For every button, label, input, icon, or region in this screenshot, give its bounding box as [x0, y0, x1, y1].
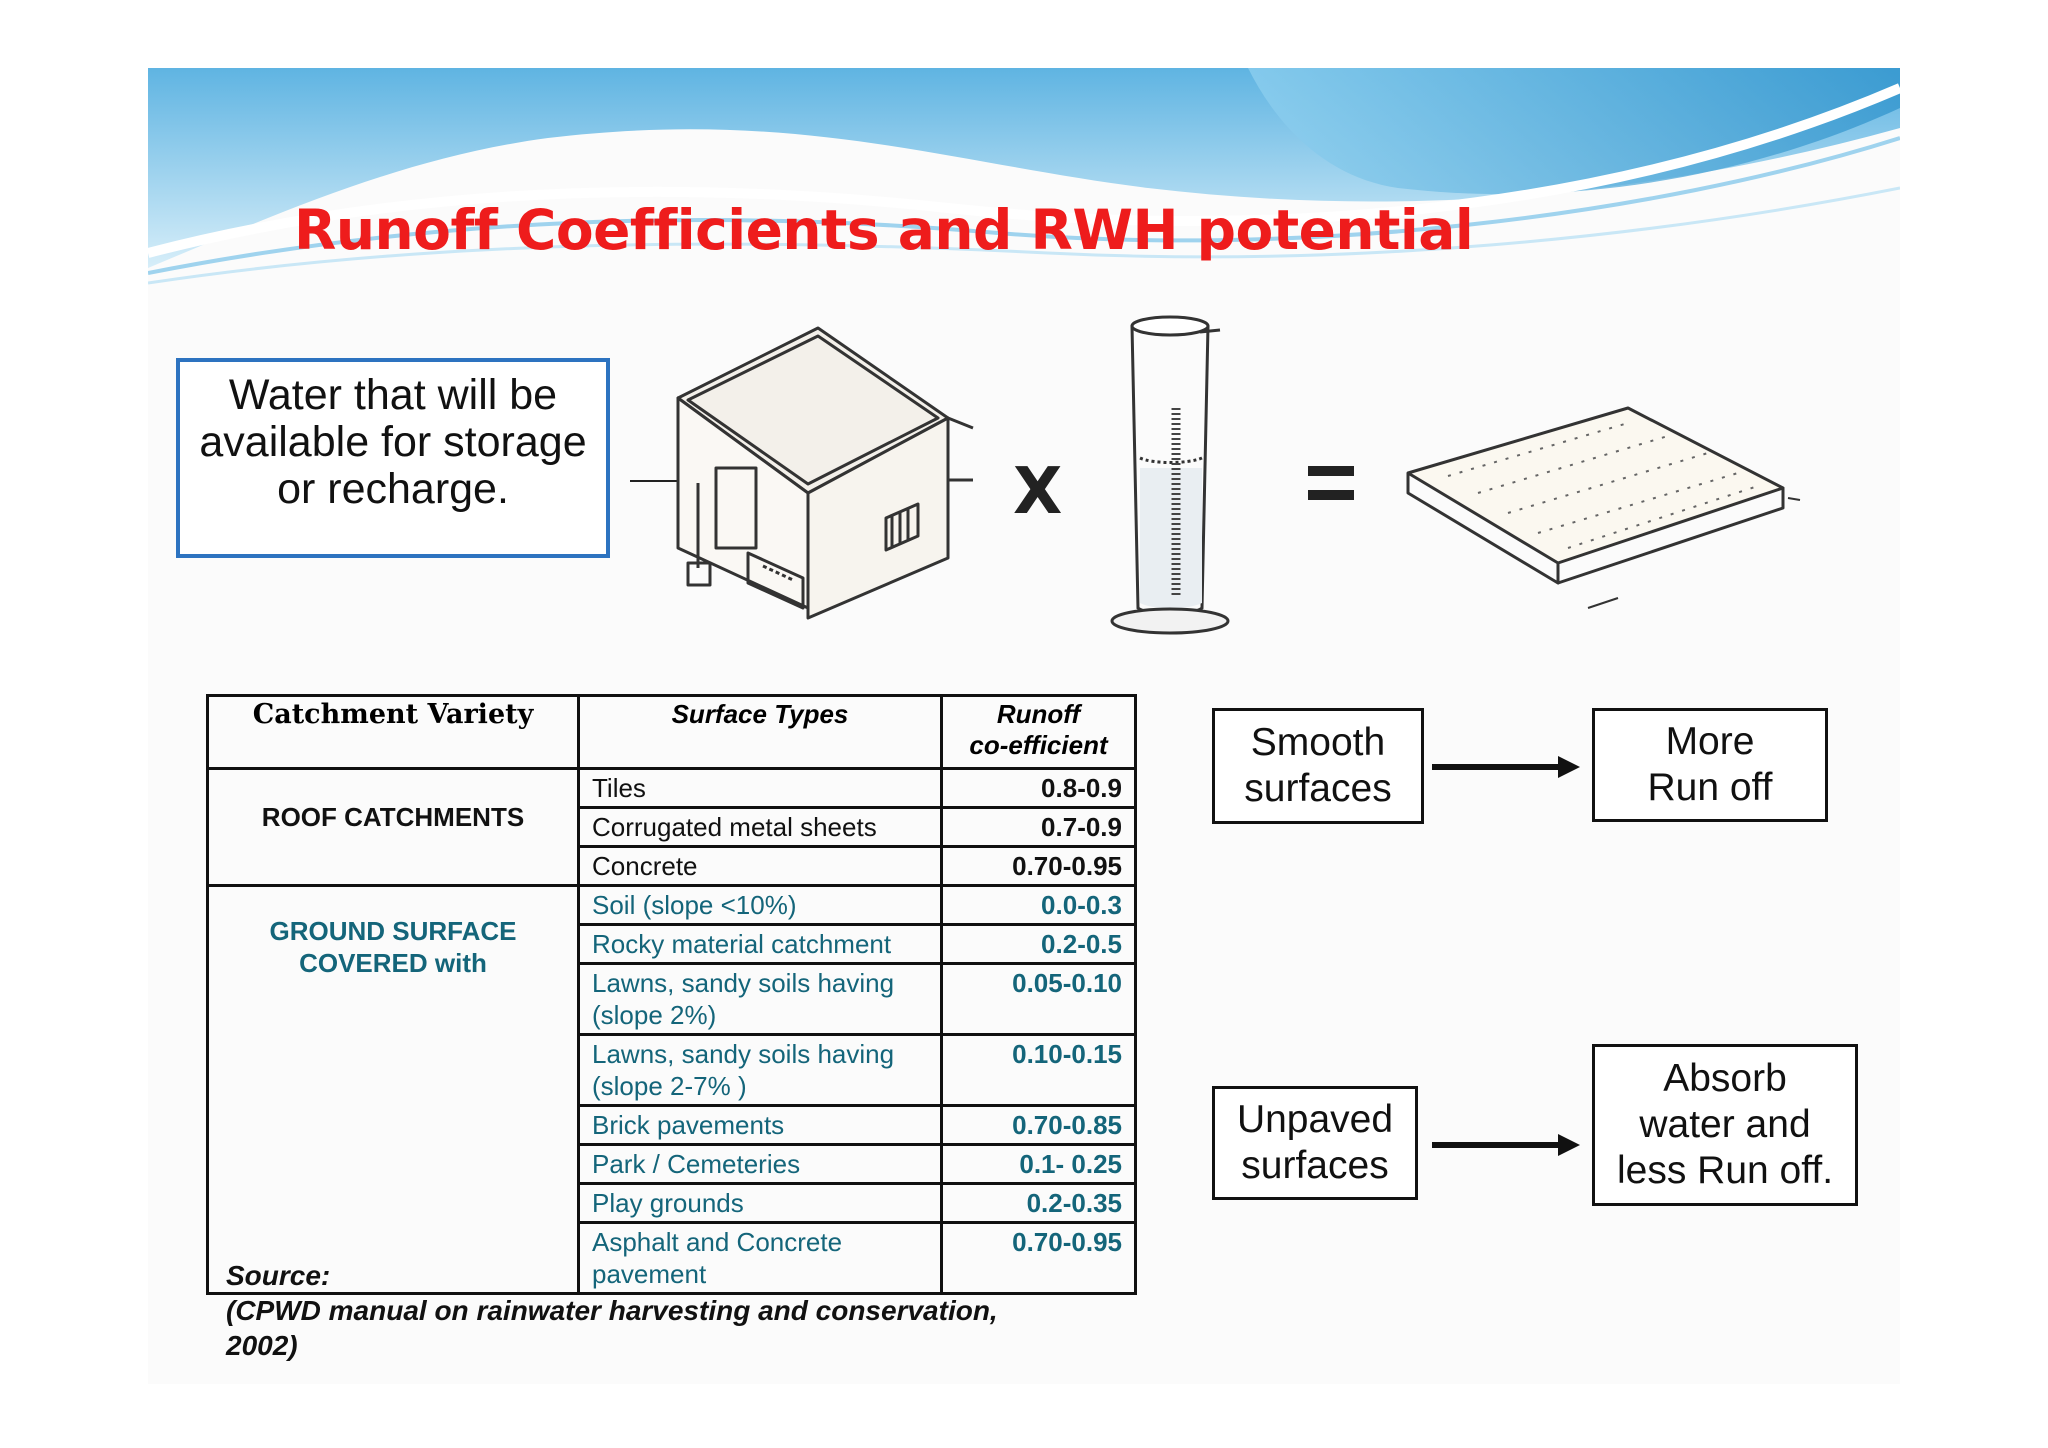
coefficient-cell: 0.10-0.15	[940, 1033, 1137, 1107]
building-icon	[676, 326, 974, 620]
surface-cell: Tiles	[577, 767, 943, 809]
surface-cell-line: pavement	[592, 1259, 707, 1289]
box-line: water and	[1639, 1103, 1811, 1146]
group-label-ground-line: GROUND SURFACE	[269, 916, 517, 946]
source-line: (CPWD manual on rainwater harvesting and…	[226, 1295, 998, 1326]
coefficient-cell: 0.2-0.35	[940, 1182, 1137, 1224]
table-row: Corrugated metal sheets 0.7-0.9	[208, 806, 1137, 848]
surface-cell: Park / Cemeteries	[577, 1143, 943, 1185]
column-header-surface: Surface Types	[577, 694, 943, 770]
surface-cell: Brick pavements	[577, 1104, 943, 1146]
table-row: Rocky material catchment 0.2-0.5	[208, 923, 1137, 965]
table-row: Asphalt and Concrete pavement 0.70-0.95	[208, 1221, 1137, 1295]
rwh-equation-diagram: X	[630, 315, 1801, 635]
box-line: Smooth	[1250, 721, 1386, 764]
column-header-catchment: Catchment Variety	[206, 694, 580, 770]
coefficient-cell: 0.2-0.5	[940, 923, 1137, 965]
equals-symbol	[1308, 466, 1354, 476]
surface-cell: Asphalt and Concrete pavement	[577, 1221, 943, 1295]
table-row: Concrete 0.70-0.95	[208, 845, 1137, 887]
table-row: Brick pavements 0.70-0.85	[208, 1104, 1137, 1146]
box-line: More	[1665, 720, 1755, 763]
group-label-ground-line: COVERED with	[299, 948, 487, 978]
surface-cell-line: (slope 2-7% )	[592, 1071, 747, 1101]
box-line: Unpaved	[1236, 1098, 1394, 1141]
water-slab-icon	[1406, 406, 1801, 609]
surface-cell: Soil (slope <10%)	[577, 884, 943, 926]
table-header-row: Catchment Variety Surface Types Runoff c…	[206, 694, 1137, 770]
table-row: Park / Cemeteries 0.1- 0.25	[208, 1143, 1137, 1185]
group-label-ground: GROUND SURFACE COVERED with	[206, 884, 580, 1295]
surface-cell: Corrugated metal sheets	[577, 806, 943, 848]
surface-cell: Lawns, sandy soils having (slope 2%)	[577, 962, 943, 1036]
coefficient-cell: 0.7-0.9	[940, 806, 1137, 848]
measuring-cylinder-icon	[1110, 315, 1230, 635]
surface-cell: Play grounds	[577, 1182, 943, 1224]
table-row: GROUND SURFACE COVERED with Soil (slope …	[206, 884, 1137, 1295]
surface-cell-line: Asphalt and Concrete	[592, 1227, 843, 1257]
table-row: Lawns, sandy soils having (slope 2%) 0.0…	[208, 962, 1137, 1036]
callout-line: Water that will be	[228, 371, 558, 419]
coefficient-cell: 0.70-0.85	[940, 1104, 1137, 1146]
table-row: Play grounds 0.2-0.35	[208, 1182, 1137, 1224]
smooth-surfaces-box: Smooth surfaces	[1212, 708, 1424, 824]
slide: Runoff Coefficients and RWH potential Wa…	[148, 68, 1900, 1384]
absorb-water-box: Absorb water and less Run off.	[1592, 1044, 1858, 1206]
group-label-roof: ROOF CATCHMENTS	[206, 767, 580, 887]
callout-line: available for storage	[199, 418, 587, 466]
page-title: Runoff Coefficients and RWH potential	[294, 198, 1474, 262]
box-line: surfaces	[1244, 767, 1392, 810]
coefficient-cell: 0.70-0.95	[940, 845, 1137, 887]
source-label: Source:	[226, 1260, 331, 1291]
table-row: ROOF CATCHMENTS Tiles 0.8-0.9	[206, 767, 1137, 887]
column-header-coefficient: Runoff co-efficient	[940, 694, 1137, 770]
column-header-coefficient-line: Runoff	[996, 699, 1081, 729]
coefficient-cell: 0.1- 0.25	[940, 1143, 1137, 1185]
surface-cell: Concrete	[577, 845, 943, 887]
table-row: Lawns, sandy soils having (slope 2-7% ) …	[208, 1033, 1137, 1107]
box-line: Absorb	[1663, 1057, 1787, 1100]
source-citation: Source: (CPWD manual on rainwater harves…	[226, 1258, 998, 1363]
unpaved-surfaces-box: Unpaved surfaces	[1212, 1086, 1418, 1200]
surface-cell-line: Lawns, sandy soils having	[592, 968, 895, 998]
runoff-coefficient-table: Catchment Variety Surface Types Runoff c…	[206, 694, 1137, 1295]
surface-cell-line: (slope 2%)	[592, 1000, 717, 1030]
wave-banner	[148, 68, 1900, 285]
surface-cell: Lawns, sandy soils having (slope 2-7% )	[577, 1033, 943, 1107]
arrow-right-icon	[1432, 756, 1580, 778]
box-line: Run off	[1647, 766, 1773, 809]
callout-box: Water that will be available for storage…	[176, 358, 610, 558]
callout-line: or recharge.	[277, 465, 509, 513]
surface-cell-line: Lawns, sandy soils having	[592, 1039, 895, 1069]
multiply-symbol: X	[1013, 455, 1062, 529]
surface-cell: Rocky material catchment	[577, 923, 943, 965]
more-runoff-box: More Run off	[1592, 708, 1828, 822]
coefficient-cell: 0.70-0.95	[940, 1221, 1137, 1295]
source-line: 2002)	[226, 1330, 298, 1361]
coefficient-cell: 0.8-0.9	[940, 767, 1137, 809]
arrow-right-icon	[1432, 1134, 1580, 1156]
column-header-coefficient-line: co-efficient	[969, 730, 1108, 760]
box-line: surfaces	[1241, 1144, 1389, 1187]
coefficient-cell: 0.05-0.10	[940, 962, 1137, 1036]
box-line: less Run off.	[1616, 1149, 1834, 1192]
coefficient-cell: 0.0-0.3	[940, 884, 1137, 926]
